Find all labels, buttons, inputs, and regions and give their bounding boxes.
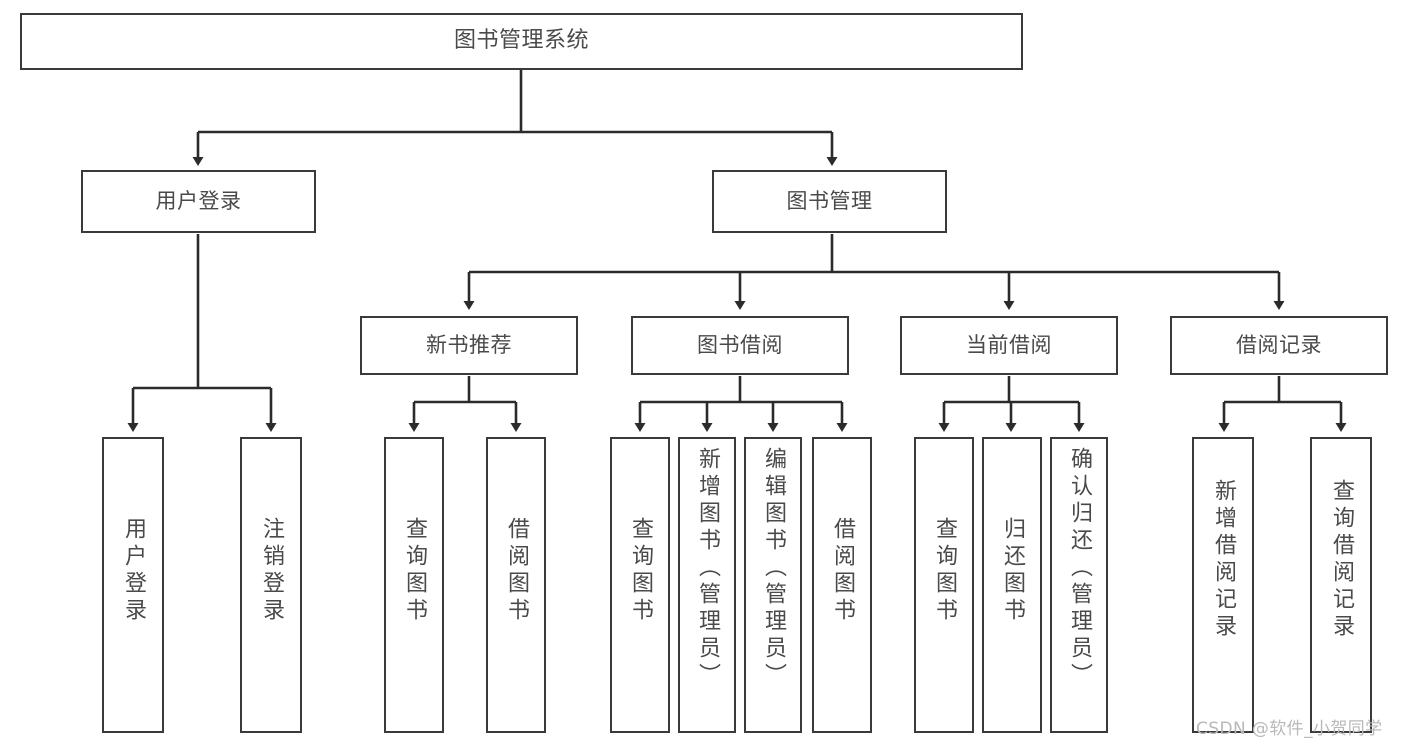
node-label: 新增图书（管理员） [695,447,720,690]
node-label: 借阅图书 [830,517,855,625]
node-label: 当前借阅 [966,332,1052,357]
node-label: 图书管理系统 [453,28,589,54]
node-label: 查询借阅记录 [1329,479,1354,641]
node-label: 确认归还（管理员） [1067,447,1092,690]
leaf-confirm-return-admin[interactable]: 确认归还（管理员） [1050,437,1108,733]
node-label: 查询图书 [402,517,427,625]
node-label: 注销登录 [259,517,284,625]
leaf-borrow-book-rec[interactable]: 借阅图书 [486,437,546,733]
node-label: 新增借阅记录 [1211,479,1236,641]
node-label: 编辑图书（管理员） [761,447,786,690]
node-user-login[interactable]: 用户登录 [81,170,316,233]
node-label: 图书管理 [786,188,873,213]
leaf-add-book-admin[interactable]: 新增图书（管理员） [678,437,736,733]
leaf-borrow-book[interactable]: 借阅图书 [812,437,872,733]
node-current-borrow[interactable]: 当前借阅 [900,316,1118,375]
node-label: 借阅记录 [1236,332,1322,357]
node-new-book-recommend[interactable]: 新书推荐 [360,316,578,375]
node-label: 用户登录 [121,517,146,625]
leaf-logout[interactable]: 注销登录 [240,437,302,733]
node-borrow-record[interactable]: 借阅记录 [1170,316,1388,375]
leaf-add-borrow-record[interactable]: 新增借阅记录 [1192,437,1254,733]
node-book-borrow[interactable]: 图书借阅 [631,316,849,375]
leaf-query-borrow-record[interactable]: 查询借阅记录 [1310,437,1372,733]
node-label: 借阅图书 [504,517,529,625]
node-label: 查询图书 [932,517,957,625]
leaf-query-book-rec[interactable]: 查询图书 [384,437,444,733]
leaf-return-book[interactable]: 归还图书 [982,437,1042,733]
leaf-edit-book-admin[interactable]: 编辑图书（管理员） [744,437,802,733]
node-root-system[interactable]: 图书管理系统 [20,13,1023,70]
leaf-query-book-current[interactable]: 查询图书 [914,437,974,733]
node-label: 归还图书 [1000,517,1025,625]
node-book-manage[interactable]: 图书管理 [712,170,947,233]
leaf-user-login[interactable]: 用户登录 [102,437,164,733]
node-label: 新书推荐 [426,332,512,357]
node-label: 图书借阅 [697,332,783,357]
leaf-query-book-borrow[interactable]: 查询图书 [610,437,670,733]
node-label: 查询图书 [628,517,653,625]
node-label: 用户登录 [155,188,242,213]
